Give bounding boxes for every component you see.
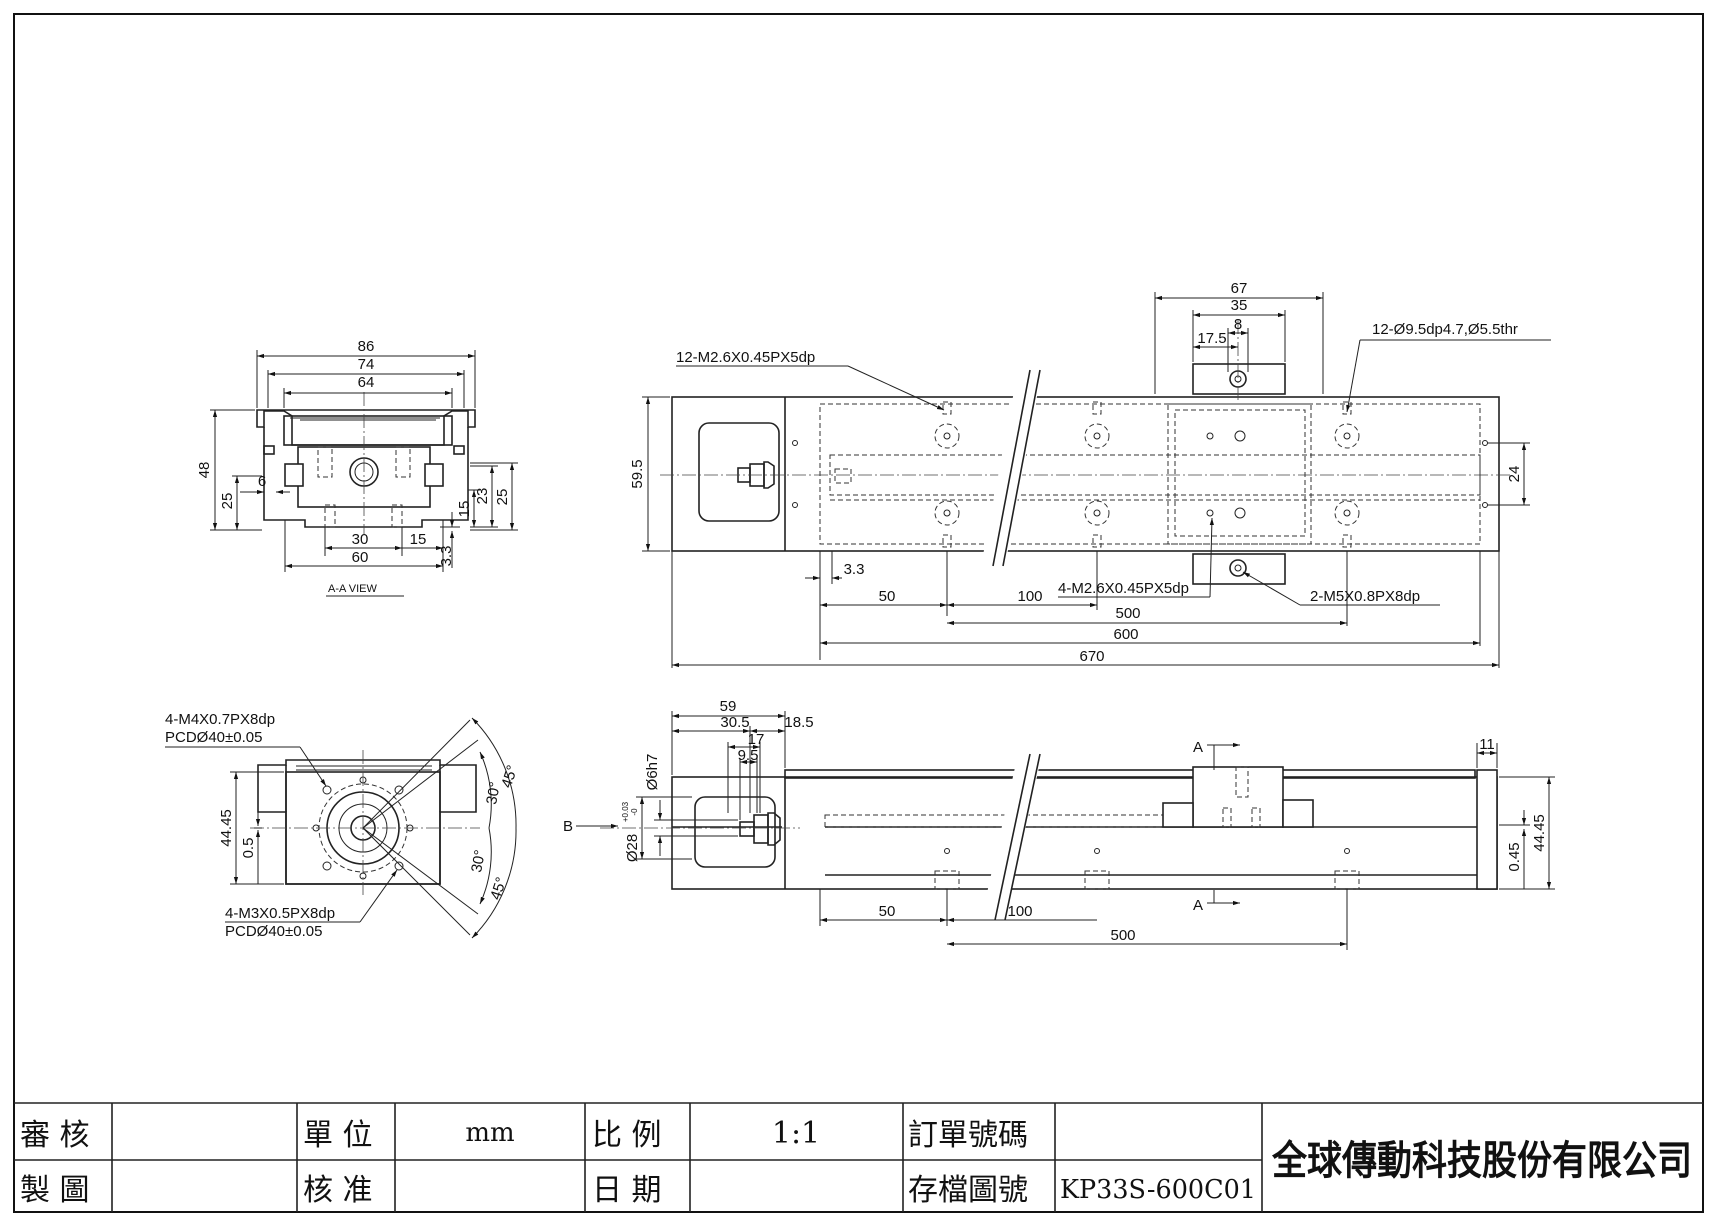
dim-30: 30	[352, 531, 369, 548]
note-mid-thread: 4-M2.6X0.45PX5dp	[1058, 580, 1189, 597]
dim-600-top: 600	[1113, 626, 1138, 643]
unit-label: 單 位	[303, 1118, 373, 1153]
date-label: 日 期	[592, 1173, 662, 1208]
dim-d28: Ø28	[624, 834, 641, 862]
dim-100-top: 100	[1017, 588, 1042, 605]
dim-64: 64	[358, 374, 375, 391]
section-a-top: A	[1193, 739, 1203, 756]
view-b-label: B	[563, 818, 573, 835]
note-left-thread: 12-M2.6X0.45PX5dp	[676, 349, 815, 366]
dim-59-side: 59	[720, 698, 737, 715]
dim-0-5-end: 0.5	[240, 838, 257, 859]
dim-0-45-side: 0.45	[1506, 842, 1523, 871]
reviewed-label: 審 核	[20, 1118, 90, 1153]
dim-17-side: 17	[748, 731, 765, 748]
dim-59-5: 59.5	[629, 459, 646, 488]
file-number-label: 存檔圖號	[908, 1173, 1028, 1208]
angle-30-bot: 30°	[468, 849, 489, 874]
tol-upper: +0.03	[621, 801, 630, 822]
dim-30-5-side: 30.5	[720, 714, 749, 731]
dim-44-45-end: 44.45	[218, 809, 235, 847]
dim-25-right: 25	[494, 489, 511, 506]
angle-45-top: 45°	[498, 763, 521, 790]
dim-44-45-side: 44.45	[1531, 814, 1548, 852]
dim-50-side: 50	[879, 903, 896, 920]
dim-6: 6	[258, 473, 266, 490]
dim-3-3: 3.3	[438, 546, 455, 567]
approved-label: 核 准	[303, 1173, 373, 1208]
tol-lower: -0	[630, 808, 639, 816]
aa-view-caption: A-A VIEW	[328, 583, 378, 595]
top-view: 67 35 8 17.5 59.5 24 3.3 50 100	[629, 280, 1551, 668]
side-view: B A A 59 30.5 18.5 17 9.5 Ø6h7 Ø28 +0.	[563, 698, 1555, 950]
scale-value: 1:1	[772, 1116, 820, 1151]
dim-24: 24	[1506, 466, 1523, 483]
dim-15-vert: 15	[456, 501, 473, 518]
sheet-border	[13, 13, 1704, 1213]
dim-9-5-side: 9.5	[738, 747, 759, 764]
dim-35: 35	[1231, 297, 1248, 314]
drawn-label: 製 圖	[20, 1173, 90, 1208]
end-note-top-line1: 4-M4X0.7PX8dp	[165, 711, 275, 728]
title-block: 審 核 單 位 mm 比 例 1:1 訂單號碼 製 圖 核 准 日 期 存檔圖號…	[14, 1102, 1703, 1212]
dim-100-side: 100	[1007, 903, 1032, 920]
order-number-label: 訂單號碼	[908, 1118, 1028, 1153]
dim-d6h7: Ø6h7	[644, 754, 661, 791]
dim-11-side: 11	[1479, 736, 1495, 753]
dim-50-top: 50	[879, 588, 896, 605]
dim-67: 67	[1231, 280, 1248, 297]
dim-500-side: 500	[1110, 927, 1135, 944]
dim-86: 86	[358, 338, 375, 355]
dim-15-horiz: 15	[410, 531, 427, 548]
scale-label: 比 例	[592, 1118, 662, 1153]
dim-23: 23	[474, 488, 491, 505]
dim-3-3-top: 3.3	[844, 561, 865, 578]
angle-30-top: 30°	[483, 781, 504, 806]
dim-18-5-side: 18.5	[784, 714, 813, 731]
angle-45-bot: 45°	[487, 875, 510, 902]
dim-25-left: 25	[219, 493, 236, 510]
note-right-holes: 12-Ø9.5dp4.7,Ø5.5thr	[1372, 321, 1518, 338]
file-number-value: KP33S-600C01	[1060, 1175, 1256, 1205]
end-note-bot-line1: 4-M3X0.5PX8dp	[225, 905, 335, 922]
dim-8: 8	[1234, 316, 1242, 333]
end-note-top-line2: PCDØ40±0.05	[165, 729, 262, 746]
end-view: 4-M4X0.7PX8dp PCDØ40±0.05 4-M3X0.5PX8dp …	[165, 711, 521, 940]
section-a-bot: A	[1193, 897, 1203, 914]
company-name: 全球傳動科技股份有限公司	[1271, 1137, 1692, 1184]
note-slot-thread: 2-M5X0.8PX8dp	[1310, 588, 1420, 605]
dim-500-top: 500	[1115, 605, 1140, 622]
end-note-bot-line2: PCDØ40±0.05	[225, 923, 322, 940]
dim-48: 48	[196, 462, 213, 479]
dim-60: 60	[352, 549, 369, 566]
dim-670-top: 670	[1079, 648, 1104, 665]
dim-74: 74	[358, 356, 375, 373]
aa-section-view: 86 74 64 48 25 6 23 15 25	[196, 338, 518, 597]
unit-value: mm	[465, 1118, 514, 1148]
dim-17-5: 17.5	[1197, 330, 1226, 347]
